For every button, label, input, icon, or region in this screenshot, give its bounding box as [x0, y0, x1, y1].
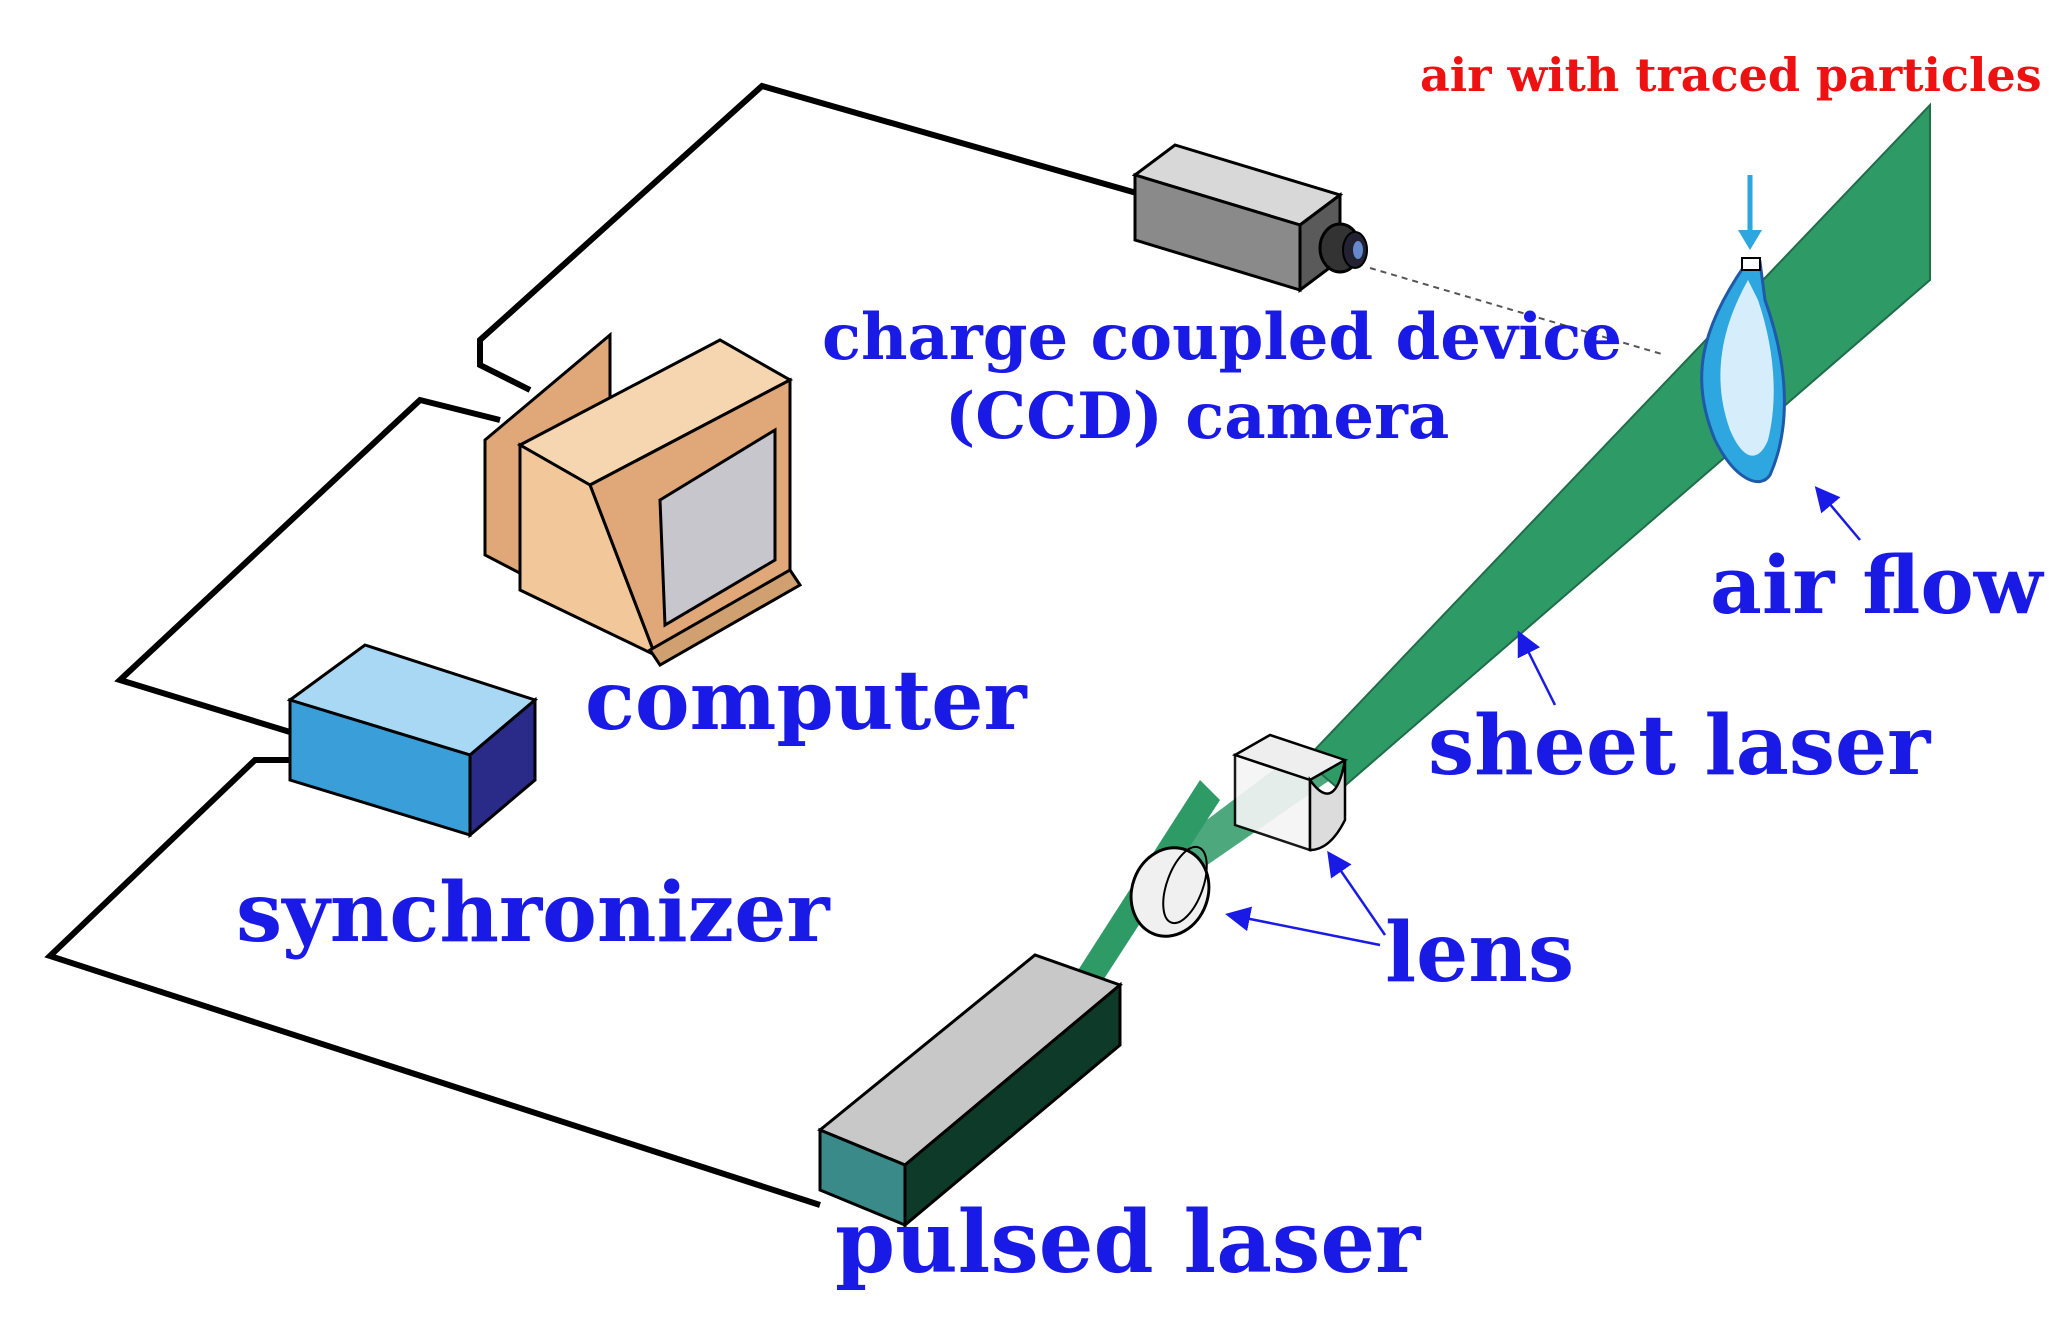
label-air-flow: air flow [1710, 538, 2043, 632]
label-computer: computer [585, 653, 1027, 749]
pulsed-laser-icon [817, 953, 1123, 1229]
air-flow-arrow [1814, 486, 1861, 541]
annotation-arrows [1225, 175, 1861, 947]
cables [44, 82, 1141, 1208]
label-ccd-line1: charge coupled device [822, 300, 1623, 375]
lens-arrow-spherical [1225, 906, 1381, 947]
computer-icon [483, 331, 803, 667]
spherical-lens-icon [1129, 845, 1211, 938]
label-pulsed-laser: pulsed laser [835, 1192, 1421, 1293]
lens-arrow-cylindrical [1327, 850, 1387, 936]
label-lens: lens [1385, 905, 1575, 1001]
camera-view-line [1369, 267, 1666, 356]
label-sheet-laser: sheet laser [1428, 698, 1931, 794]
cable-computer-synchronizer [114, 396, 501, 735]
label-air-with-traced-particles: air with traced particles [1420, 48, 2042, 102]
cable-synchronizer-laser [44, 757, 821, 1208]
cylindrical-lens-icon [1231, 733, 1349, 852]
cable-computer-camera [477, 82, 1141, 393]
label-ccd-line2: (CCD) camera [945, 379, 1450, 454]
ccd-camera-icon [1131, 143, 1368, 293]
sheet-laser-arrow [1517, 630, 1557, 706]
label-synchronizer: synchronizer [236, 865, 830, 961]
air-flow-plume [1700, 257, 1786, 484]
synchronizer-icon [286, 643, 539, 839]
